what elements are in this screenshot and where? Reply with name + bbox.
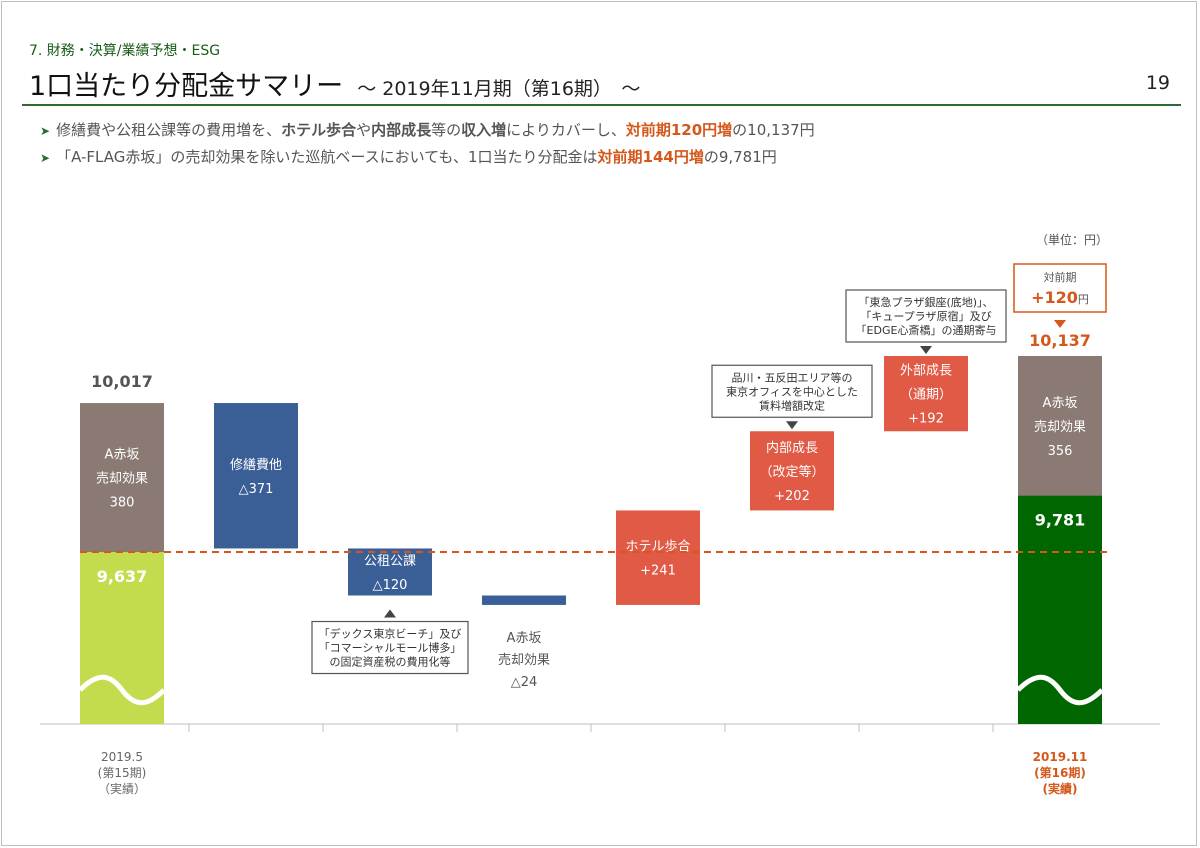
bullet-2-text: 「A-FLAG赤坂」の売却効果を除いた巡航ベースにおいても、1口当たり分配金は対… bbox=[56, 148, 777, 166]
change-box-caption: 対前期 bbox=[1044, 270, 1077, 284]
step-label-1: △371 bbox=[239, 482, 274, 497]
step-label-6: +192 bbox=[908, 412, 944, 427]
step-label-3: A赤坂 bbox=[507, 631, 542, 646]
end-x-label: (実績) bbox=[1043, 781, 1078, 796]
step-bar-6 bbox=[884, 356, 968, 432]
change-box-suffix: 円 bbox=[1078, 293, 1089, 306]
start-axis-break-icon bbox=[78, 674, 166, 706]
page-title: 1口当たり分配金サマリー ～ 2019年11月期（第16期） ～ bbox=[29, 64, 640, 103]
step-bar-4 bbox=[616, 510, 700, 605]
step-callout-6-text: 「キュープラザ原宿」及び bbox=[860, 309, 991, 323]
bullet-segment: 等の bbox=[431, 121, 462, 139]
title-rule bbox=[22, 104, 1181, 106]
step-label-3: 売却効果 bbox=[498, 652, 550, 668]
step-label-5: （改定等） bbox=[759, 464, 824, 480]
step-label-6: 外部成長 bbox=[900, 364, 952, 379]
step-callout-5-text: 品川・五反田エリア等の bbox=[732, 370, 853, 384]
step-callout-5-box bbox=[711, 364, 873, 418]
section-label: 7. 財務・決算/業績予想・ESG bbox=[29, 43, 221, 59]
start-base-label: 9,637 bbox=[97, 567, 148, 586]
step-label-3: △24 bbox=[511, 675, 538, 690]
step-callout-6-text: 「EDGE心斎橋」の通期寄与 bbox=[856, 323, 997, 337]
start-x-label: (第15期) bbox=[98, 766, 147, 780]
start-segment-label: A赤坂 bbox=[105, 448, 140, 463]
step-bar-5 bbox=[750, 431, 834, 511]
end-segment-label: 356 bbox=[1048, 444, 1073, 459]
step-label-6: （通期） bbox=[900, 388, 952, 403]
step-bar-1 bbox=[214, 403, 298, 549]
change-box-pointer bbox=[1054, 320, 1066, 328]
step-callout-5-text: 東京オフィスを中心とした bbox=[726, 384, 858, 398]
step-callout-6-pointer bbox=[920, 346, 932, 354]
step-callout-2-text: 「デックス東京ビーチ」及び bbox=[319, 627, 462, 641]
start-x-label: 2019.5 bbox=[101, 750, 143, 764]
step-callout-5-text: 賃料増額改定 bbox=[759, 398, 825, 412]
end-x-label: 2019.11 bbox=[1033, 750, 1088, 764]
step-label-2: 公租公課 bbox=[364, 553, 416, 569]
unit-label: （単位：円） bbox=[1036, 233, 1109, 247]
step-bar-3 bbox=[482, 595, 566, 605]
start-total-label: 10,017 bbox=[91, 372, 153, 391]
step-callout-2-pointer bbox=[384, 609, 396, 618]
bullet-segment: 内部成長 bbox=[371, 121, 432, 139]
bullet-segment: 修繕費や公租公課等の費用増を、 bbox=[56, 121, 282, 139]
step-label-4: ホテル歩合 bbox=[625, 540, 690, 555]
start-segment-label: 380 bbox=[110, 496, 135, 511]
bullet-segment: や bbox=[356, 121, 372, 139]
step-callout-6-text: 「東急プラザ銀座(底地)」、 bbox=[858, 295, 993, 309]
step-callout-2-box bbox=[311, 620, 469, 675]
bullet-segment: ホテル歩合 bbox=[281, 121, 357, 139]
bullet-arrow-icon: ➤ bbox=[40, 124, 51, 138]
step-label-5: 内部成長 bbox=[766, 440, 818, 456]
bullet-segment: 収入増 bbox=[461, 121, 507, 139]
bullet-segment: 対前期120円増 bbox=[625, 121, 733, 139]
step-label-4: +241 bbox=[640, 564, 676, 579]
end-segment-label: A赤坂 bbox=[1043, 396, 1078, 411]
step-callout-2-text: の固定資産税の費用化等 bbox=[330, 655, 451, 669]
step-label-1: 修繕費他 bbox=[230, 457, 282, 473]
page-number: 19 bbox=[1145, 72, 1170, 94]
change-box bbox=[1013, 263, 1107, 313]
end-base-label: 9,781 bbox=[1035, 511, 1086, 530]
bullet-segment: 対前期144円増 bbox=[597, 148, 704, 166]
step-callout-2-text: 「コマーシャルモール博多」 bbox=[319, 641, 462, 655]
step-bar-2 bbox=[348, 548, 432, 596]
bullet-segment: 「A-FLAG赤坂」の売却効果を除いた巡航ベースにおいても、1口当たり分配金は bbox=[56, 148, 598, 166]
bullet-segment: によりカバーし、 bbox=[506, 121, 626, 139]
bullet-segment: の9,781円 bbox=[703, 148, 777, 166]
bullet-2: ➤ 「A-FLAG赤坂」の売却効果を除いた巡航ベースにおいても、1口当たり分配金は… bbox=[40, 144, 815, 171]
bullet-1-text: 修繕費や公租公課等の費用増を、ホテル歩合や内部成長等の収入増によりカバーし、対前… bbox=[56, 121, 815, 139]
end-total-label: 10,137 bbox=[1029, 331, 1091, 350]
end-segment-bar bbox=[1018, 356, 1102, 496]
end-x-label: (第16期) bbox=[1034, 765, 1086, 780]
bullet-arrow-icon: ➤ bbox=[40, 151, 51, 165]
end-axis-break-icon bbox=[1016, 674, 1104, 706]
summary-bullets: ➤修繕費や公租公課等の費用増を、ホテル歩合や内部成長等の収入増によりカバーし、対… bbox=[40, 117, 815, 171]
start-x-label: （実績） bbox=[98, 781, 146, 796]
start-base-bar bbox=[80, 552, 164, 724]
bullet-segment: の10,137円 bbox=[732, 121, 815, 139]
start-segment-bar bbox=[80, 403, 164, 552]
end-segment-label: 売却効果 bbox=[1034, 419, 1086, 435]
step-callout-5-pointer bbox=[786, 421, 798, 430]
change-box-value: +120円 bbox=[1031, 288, 1089, 307]
start-segment-label: 売却効果 bbox=[96, 471, 148, 487]
step-callout-6-box bbox=[845, 289, 1007, 343]
bullet-1: ➤ 修繕費や公租公課等の費用増を、ホテル歩合や内部成長等の収入増によりカバーし、対… bbox=[40, 117, 815, 144]
step-label-2: △120 bbox=[373, 578, 408, 593]
step-label-5: +202 bbox=[774, 489, 810, 504]
title-subtitle: ～ 2019年11月期（第16期） ～ bbox=[357, 78, 641, 100]
end-base-bar bbox=[1018, 495, 1102, 724]
title-main: 1口当たり分配金サマリー bbox=[29, 71, 344, 102]
